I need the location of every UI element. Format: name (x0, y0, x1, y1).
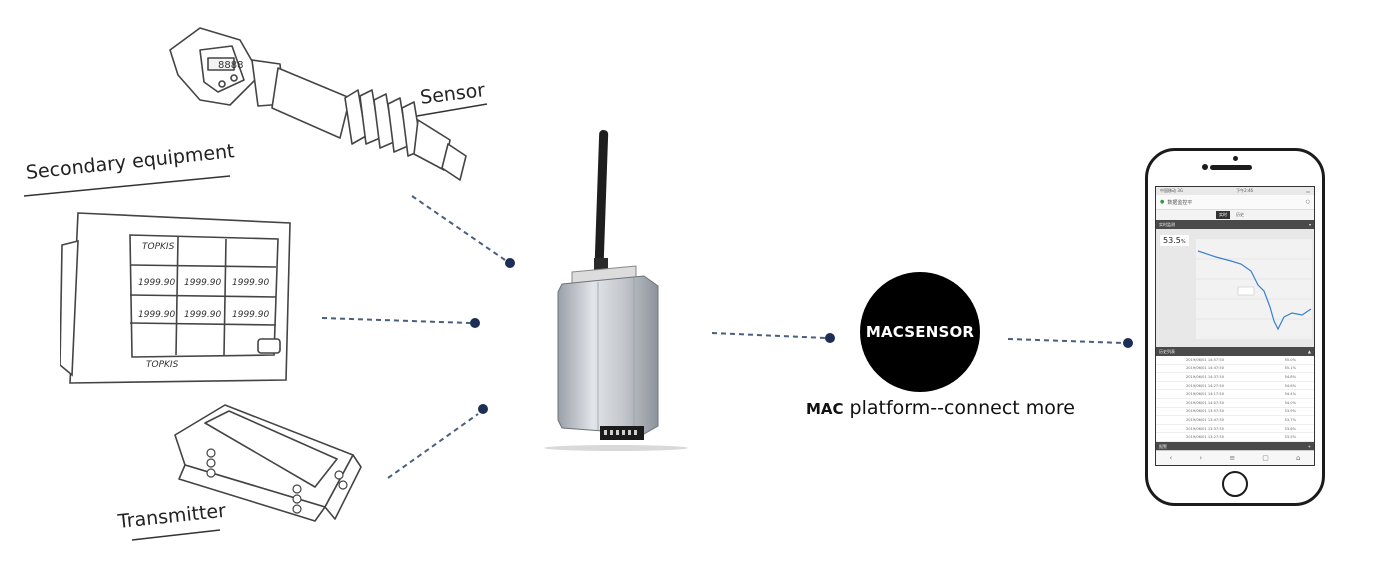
realtime-section-header: 实时监测▾ (1156, 220, 1314, 229)
row-timestamp: 2019/06/01 13:37:50 (1186, 426, 1224, 431)
phone-url-bar[interactable]: ● 数据监控平 ○ (1156, 195, 1314, 210)
battery-icon: ▭ (1306, 188, 1310, 194)
panel-brand-top: TOPKIS (142, 242, 175, 252)
row-value: 54.8% (1284, 374, 1296, 379)
row-value: 53.9% (1284, 409, 1296, 414)
tabs-icon[interactable]: ▢ (1262, 454, 1269, 462)
panel-connector (321, 317, 471, 324)
svg-text:1999.90: 1999.90 (138, 278, 175, 288)
secondary-equipment-illustration: TOPKIS 1999.90 1999.90 1999.90 1999.90 1… (60, 212, 291, 384)
row-value: 54.0% (1284, 400, 1296, 405)
platform-caption: MAC platform--connect more (806, 397, 1075, 419)
phone-dot (1123, 338, 1133, 348)
plus-icon[interactable]: + (1307, 444, 1311, 449)
phone-screen: 中国移动 3G 下午2:46 ▭ ● 数据监控平 ○ 实时 历史 实时监测▾ 5… (1155, 186, 1315, 466)
gateway-dot (825, 333, 835, 343)
sensor-dot (505, 258, 515, 268)
row-timestamp: 2019/06/01 14:27:50 (1186, 383, 1224, 388)
browser-nav-bar: ‹ › ≡ ▢ ⌂ (1156, 450, 1314, 465)
alarm-bar: 报警+ (1156, 442, 1314, 451)
speaker-grille (1210, 165, 1252, 170)
row-timestamp: 2019/06/01 14:17:50 (1186, 392, 1224, 397)
history-section-header: 历史列表▲ (1156, 347, 1314, 356)
forward-icon[interactable]: › (1199, 454, 1203, 462)
secondary-equipment-underline (23, 175, 231, 197)
panel-brand-bottom: TOPKIS (146, 360, 179, 370)
row-value: 53.6% (1284, 426, 1296, 431)
svg-text:1999.90: 1999.90 (232, 310, 269, 320)
front-camera (1233, 156, 1238, 161)
row-timestamp: 2019/06/01 14:57:50 (1186, 357, 1224, 362)
svg-text:1999.90: 1999.90 (138, 310, 175, 320)
panel-dot (470, 318, 480, 328)
home-icon[interactable]: ⌂ (1295, 454, 1301, 462)
row-timestamp: 2019/06/01 14:47:50 (1186, 366, 1224, 371)
platform-text: platform--connect more (849, 397, 1075, 419)
table-row: 2019/06/01 14:27:50 54.6% (1156, 382, 1314, 391)
sensor-connector (411, 195, 506, 261)
transmitter-underline (131, 529, 221, 541)
sensor-illustration: 8888 (169, 27, 467, 181)
row-timestamp: 2019/06/01 13:57:50 (1186, 409, 1224, 414)
current-value: 53.5% (1160, 235, 1189, 246)
macsensor-badge-text: MACSENSOR (865, 323, 975, 341)
phone-status-bar: 中国移动 3G 下午2:46 ▭ (1156, 187, 1314, 195)
refresh-icon[interactable]: ○ (1305, 199, 1310, 205)
gateway-device (544, 130, 688, 451)
svg-text:1999.90: 1999.90 (184, 278, 221, 288)
back-icon[interactable]: ‹ (1169, 454, 1173, 462)
gateway-connector (711, 332, 827, 339)
table-row: 2019/06/01 13:57:50 53.9% (1156, 408, 1314, 417)
svg-text:1999.90: 1999.90 (184, 310, 221, 320)
phone-chart-line (1197, 250, 1312, 331)
row-timestamp: 2019/06/01 13:27:50 (1186, 435, 1224, 440)
table-row: 2019/06/01 14:07:50 54.0% (1156, 399, 1314, 408)
export-icon[interactable]: ▲ (1307, 349, 1311, 354)
table-row: 2019/06/01 14:57:50 55.0% (1156, 356, 1314, 365)
svg-text:1999.90: 1999.90 (232, 278, 269, 288)
phone-chart: 53.5% (1156, 229, 1314, 347)
row-value: 54.4% (1284, 392, 1296, 397)
home-button[interactable] (1222, 471, 1248, 497)
expand-icon[interactable]: ▾ (1308, 222, 1311, 227)
sensor-dot-phone (1202, 164, 1208, 170)
row-timestamp: 2019/06/01 14:37:50 (1186, 374, 1224, 379)
sensor-label-underline (416, 103, 488, 117)
sensor-display-text: 8888 (218, 60, 243, 71)
row-timestamp: 2019/06/01 14:07:50 (1186, 400, 1224, 405)
antenna (594, 130, 609, 270)
table-row: 2019/06/01 13:27:50 53.5% (1156, 433, 1314, 442)
tab-history[interactable]: 历史 (1236, 212, 1244, 217)
row-value: 55.0% (1284, 357, 1296, 362)
row-value: 53.7% (1284, 417, 1296, 422)
shield-icon: ● (1160, 199, 1165, 205)
phone-tabs: 实时 历史 (1156, 210, 1314, 220)
table-row: 2019/06/01 13:47:50 53.7% (1156, 416, 1314, 425)
row-value: 55.1% (1284, 366, 1296, 371)
history-table: 2019/06/01 14:57:50 55.0% 2019/06/01 14:47… (1156, 356, 1314, 442)
row-value: 54.6% (1284, 383, 1296, 388)
table-row: 2019/06/01 13:37:50 53.6% (1156, 425, 1314, 434)
transmitter-dot (478, 404, 488, 414)
tab-realtime[interactable]: 实时 (1216, 211, 1230, 219)
table-row: 2019/06/01 14:47:50 55.1% (1156, 365, 1314, 374)
platform-connector (1007, 338, 1125, 344)
transmitter-illustration (174, 404, 362, 522)
row-value: 53.5% (1284, 435, 1296, 440)
platform-prefix: MAC (806, 400, 844, 418)
row-timestamp: 2019/06/01 13:47:50 (1186, 417, 1224, 422)
table-row: 2019/06/01 14:17:50 54.4% (1156, 390, 1314, 399)
macsensor-badge: MACSENSOR (860, 272, 980, 392)
transmitter-connector (387, 413, 479, 479)
table-row: 2019/06/01 14:37:50 54.8% (1156, 373, 1314, 382)
menu-icon[interactable]: ≡ (1229, 454, 1236, 462)
